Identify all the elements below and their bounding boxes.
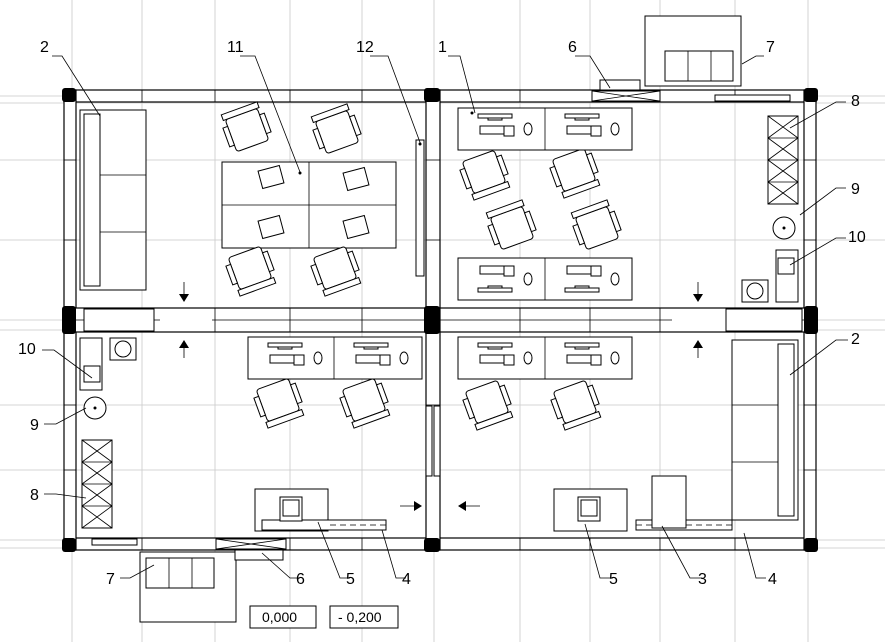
office-chair-icon xyxy=(549,148,601,199)
computer-icon xyxy=(477,265,515,293)
callout-shelving-top: 8 xyxy=(851,93,860,110)
shelving-icon xyxy=(81,439,113,529)
entrance-porch-top xyxy=(599,15,742,91)
callout-cabinet: 3 xyxy=(698,571,707,588)
sofa-bottom-right xyxy=(731,339,799,521)
walls xyxy=(62,88,818,552)
callout-sofa-bottom: 2 xyxy=(851,331,860,348)
callout-shelving-bottom: 8 xyxy=(30,487,39,504)
arrow-icon xyxy=(179,282,189,302)
entrance-porch-bottom xyxy=(139,549,284,623)
office-chair-icon xyxy=(459,150,511,201)
callout-cooler-top: 9 xyxy=(851,181,860,198)
callout-counter-left: 4 xyxy=(402,571,411,588)
reception-desk-bottom-left xyxy=(254,488,387,532)
office-chair-icon xyxy=(570,199,622,250)
sink-icon xyxy=(79,337,137,391)
office-chair-icon xyxy=(485,199,537,250)
bin-icon xyxy=(610,122,620,136)
arrow-icon xyxy=(400,501,422,511)
bin-icon xyxy=(399,351,409,365)
callouts: 2 11 12 1 6 7 8 9 10 2 10 9 8 7 6 5 4 5 … xyxy=(18,39,866,588)
office-chair-icon xyxy=(225,246,277,297)
sink-icon xyxy=(741,249,799,303)
office-chair-icon xyxy=(253,378,305,429)
callout-sofa: 2 xyxy=(40,39,49,56)
flow-arrows xyxy=(179,282,703,511)
bin-icon xyxy=(523,272,533,286)
water-cooler-icon xyxy=(83,396,107,420)
water-cooler-icon xyxy=(772,216,796,240)
meeting-table xyxy=(221,161,397,249)
office-chair-icon xyxy=(310,246,362,297)
callout-workstation: 1 xyxy=(438,39,447,56)
reception-desk-bottom-right xyxy=(553,475,733,532)
computer-icon xyxy=(577,496,601,522)
callout-counter-right: 4 xyxy=(768,571,777,588)
computer-icon xyxy=(564,113,602,137)
bin-icon xyxy=(523,351,533,365)
computer-icon xyxy=(564,342,602,366)
office-chair-icon xyxy=(550,380,602,431)
callout-desk-right: 5 xyxy=(609,571,618,588)
office-chair-icon xyxy=(310,103,362,154)
laptop-icon xyxy=(257,214,285,240)
laptop-icon xyxy=(342,166,370,192)
shelving-icon xyxy=(767,115,799,205)
callout-sink-bottom: 10 xyxy=(18,341,36,358)
bin-icon xyxy=(610,351,620,365)
level-marks: 0,000 - 0,200 xyxy=(249,605,399,629)
callout-meeting-table: 11 xyxy=(227,39,244,56)
computer-icon xyxy=(267,342,305,366)
callout-desk-left: 5 xyxy=(346,571,355,588)
chairs xyxy=(220,101,622,431)
office-chair-icon xyxy=(339,378,391,429)
callout-porch-top: 7 xyxy=(766,39,775,56)
callout-whiteboard: 12 xyxy=(356,39,374,56)
callout-door-bottom: 6 xyxy=(296,571,305,588)
office-chair-icon xyxy=(462,380,514,431)
level-floor: 0,000 xyxy=(262,609,297,625)
callout-cooler-bottom: 9 xyxy=(30,417,39,434)
computer-icon xyxy=(353,342,391,366)
bin-icon xyxy=(610,272,620,286)
callout-sink-top: 10 xyxy=(848,229,866,246)
leader-lines xyxy=(42,55,848,579)
workstation-fittings xyxy=(267,113,620,366)
laptop-icon xyxy=(342,214,370,240)
callout-door-top: 6 xyxy=(568,39,577,56)
office-chair-icon xyxy=(220,101,272,152)
computer-icon xyxy=(564,265,602,293)
whiteboard xyxy=(415,139,425,277)
workstations-top-right-lower xyxy=(457,257,633,301)
bin-icon xyxy=(313,351,323,365)
laptop-icon xyxy=(257,164,285,190)
callout-porch-bottom: 7 xyxy=(106,571,115,588)
arrow-icon xyxy=(458,501,480,511)
arrow-icon xyxy=(179,340,189,358)
arrow-icon xyxy=(693,282,703,302)
computer-icon xyxy=(279,496,303,522)
arrow-icon xyxy=(693,340,703,358)
sofa-top-left xyxy=(79,109,147,291)
bin-icon xyxy=(523,122,533,136)
computer-icon xyxy=(477,113,515,137)
computer-icon xyxy=(477,342,515,366)
level-exterior: - 0,200 xyxy=(338,609,382,625)
